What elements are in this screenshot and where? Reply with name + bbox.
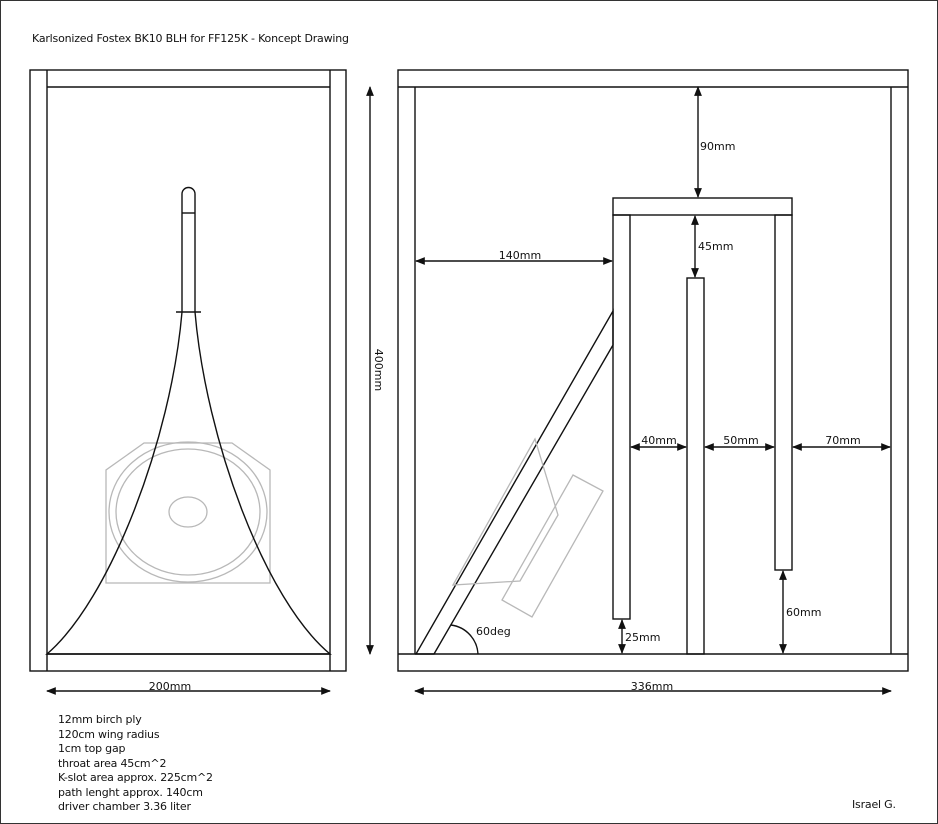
gap-50-label: 50mm [723,434,758,447]
author-signature: Israel G. [852,798,896,811]
middle-divider-panel [686,277,705,655]
front-driver-ghost [105,441,271,584]
angle-label: 60deg [476,625,511,638]
drawing-title: Karlsonized Fostex BK10 BLH for FF125K -… [32,32,349,45]
horn-flare [45,186,332,655]
driver-magnet-outline [501,474,604,618]
driver-cone-outline [451,437,559,586]
side-driver-ghost [451,437,604,618]
back-gap-label: 140mm [499,249,541,262]
driver-basket-outline [108,441,268,583]
construction-notes: 12mm birch ply 120cm wing radius 1cm top… [58,713,213,815]
top-gap-label: 90mm [700,140,735,153]
driver-dustcap-outline [168,496,208,528]
front-divider-panel [774,214,793,571]
angle-arc [450,624,479,655]
driver-frame-outline [105,442,271,584]
side-outer-panel [397,69,909,672]
gap-70-label: 70mm [825,434,860,447]
note-line: throat area 45cm^2 [58,756,167,770]
note-line: driver chamber 3.36 liter [58,800,191,813]
chamber-divider-panel [612,214,631,620]
front-outer-panel [29,69,347,672]
chamber-roof-panel [612,197,793,216]
depth-label: 336mm [631,680,673,693]
roof-gap-label: 45mm [698,240,733,253]
side-view [397,69,909,695]
note-line: path lenght approx. 140cm [58,785,203,799]
driver-surround-outline [115,448,261,576]
gap-40-label: 40mm [641,434,676,447]
width-label: 200mm [149,680,191,693]
note-line: 120cm wing radius [58,727,160,741]
bottom-gap-25-label: 25mm [625,631,660,644]
slanted-baffle [414,308,614,655]
note-line: 1cm top gap [58,742,126,755]
front-view [29,69,374,695]
note-line: 12mm birch ply [58,713,142,726]
height-label: 400mm [372,349,385,391]
bottom-gap-60-label: 60mm [786,606,821,619]
note-line: K-slot area approx. 225cm^2 [58,771,213,784]
